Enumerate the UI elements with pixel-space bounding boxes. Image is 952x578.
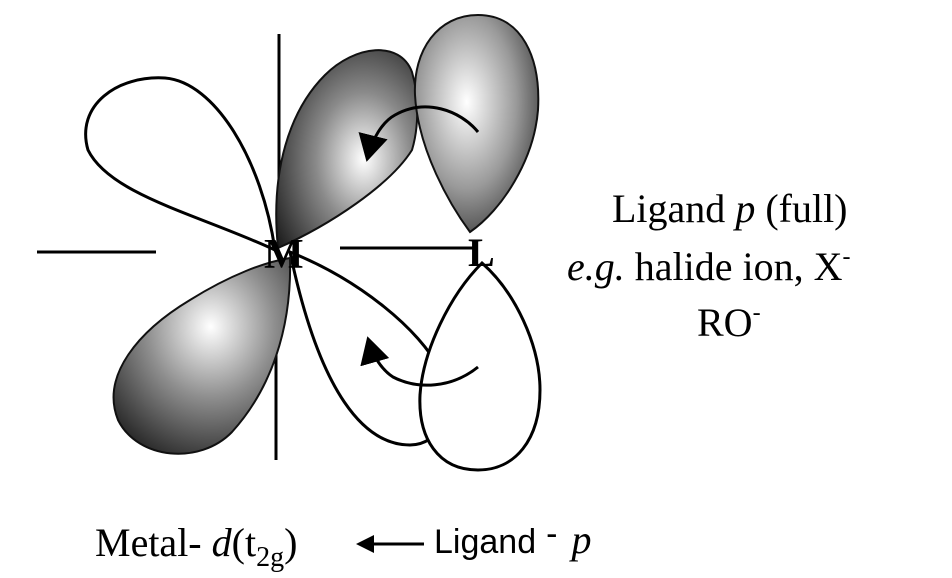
metal-label: M	[264, 232, 304, 278]
ligand-desc-line3: RO-	[697, 300, 761, 345]
ligand-p-lobe-upper	[413, 13, 540, 234]
ligand-desc-line2: e.g. halide ion, X-	[567, 244, 851, 289]
caption-ligand-p: Ligand-p	[434, 515, 591, 562]
d-orbital-lobe-lower-left	[112, 256, 292, 455]
upper-donation-arrow	[358, 105, 480, 162]
caption-metal-d: Metal- d(t2g)	[95, 520, 297, 573]
ligand-p-lobe-lower	[418, 260, 542, 472]
lower-donation-arrow	[360, 336, 479, 387]
d-orbital-lobe-upper-left	[84, 76, 277, 253]
ligand-desc-line1: Ligand p (full)	[612, 186, 848, 231]
d-orbital-lobe-upper-right	[275, 49, 419, 250]
ligand-label: L	[468, 230, 495, 275]
